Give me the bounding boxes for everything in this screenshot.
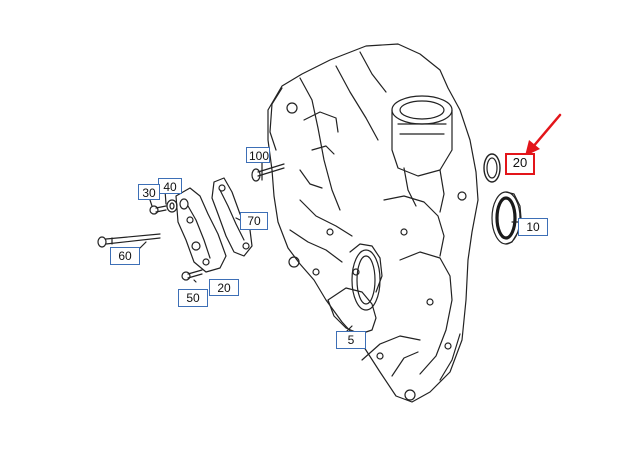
radial-shaft-seal <box>491 191 522 245</box>
bolt-30 <box>149 205 167 215</box>
timing-case-cover <box>267 43 479 403</box>
gasket-70 <box>211 177 253 257</box>
callout-20-highlighted[interactable]: 20 <box>505 153 535 175</box>
highlight-arrow <box>525 113 562 156</box>
callout-100[interactable]: 100 <box>246 147 270 163</box>
callout-40[interactable]: 40 <box>158 178 182 194</box>
callout-30[interactable]: 30 <box>138 184 160 200</box>
callout-20-left[interactable]: 20 <box>209 279 239 296</box>
bolt-100 <box>251 163 285 182</box>
seal-ring <box>483 153 501 183</box>
bracket-left <box>175 187 227 273</box>
bolt-50 <box>181 269 203 281</box>
callout-60[interactable]: 60 <box>110 247 140 265</box>
oil-filter-housing <box>391 95 453 213</box>
bolt-60 <box>97 233 161 248</box>
callout-50[interactable]: 50 <box>178 289 208 307</box>
callout-10[interactable]: 10 <box>518 218 548 236</box>
callout-70[interactable]: 70 <box>240 212 268 230</box>
callout-5[interactable]: 5 <box>336 331 366 349</box>
